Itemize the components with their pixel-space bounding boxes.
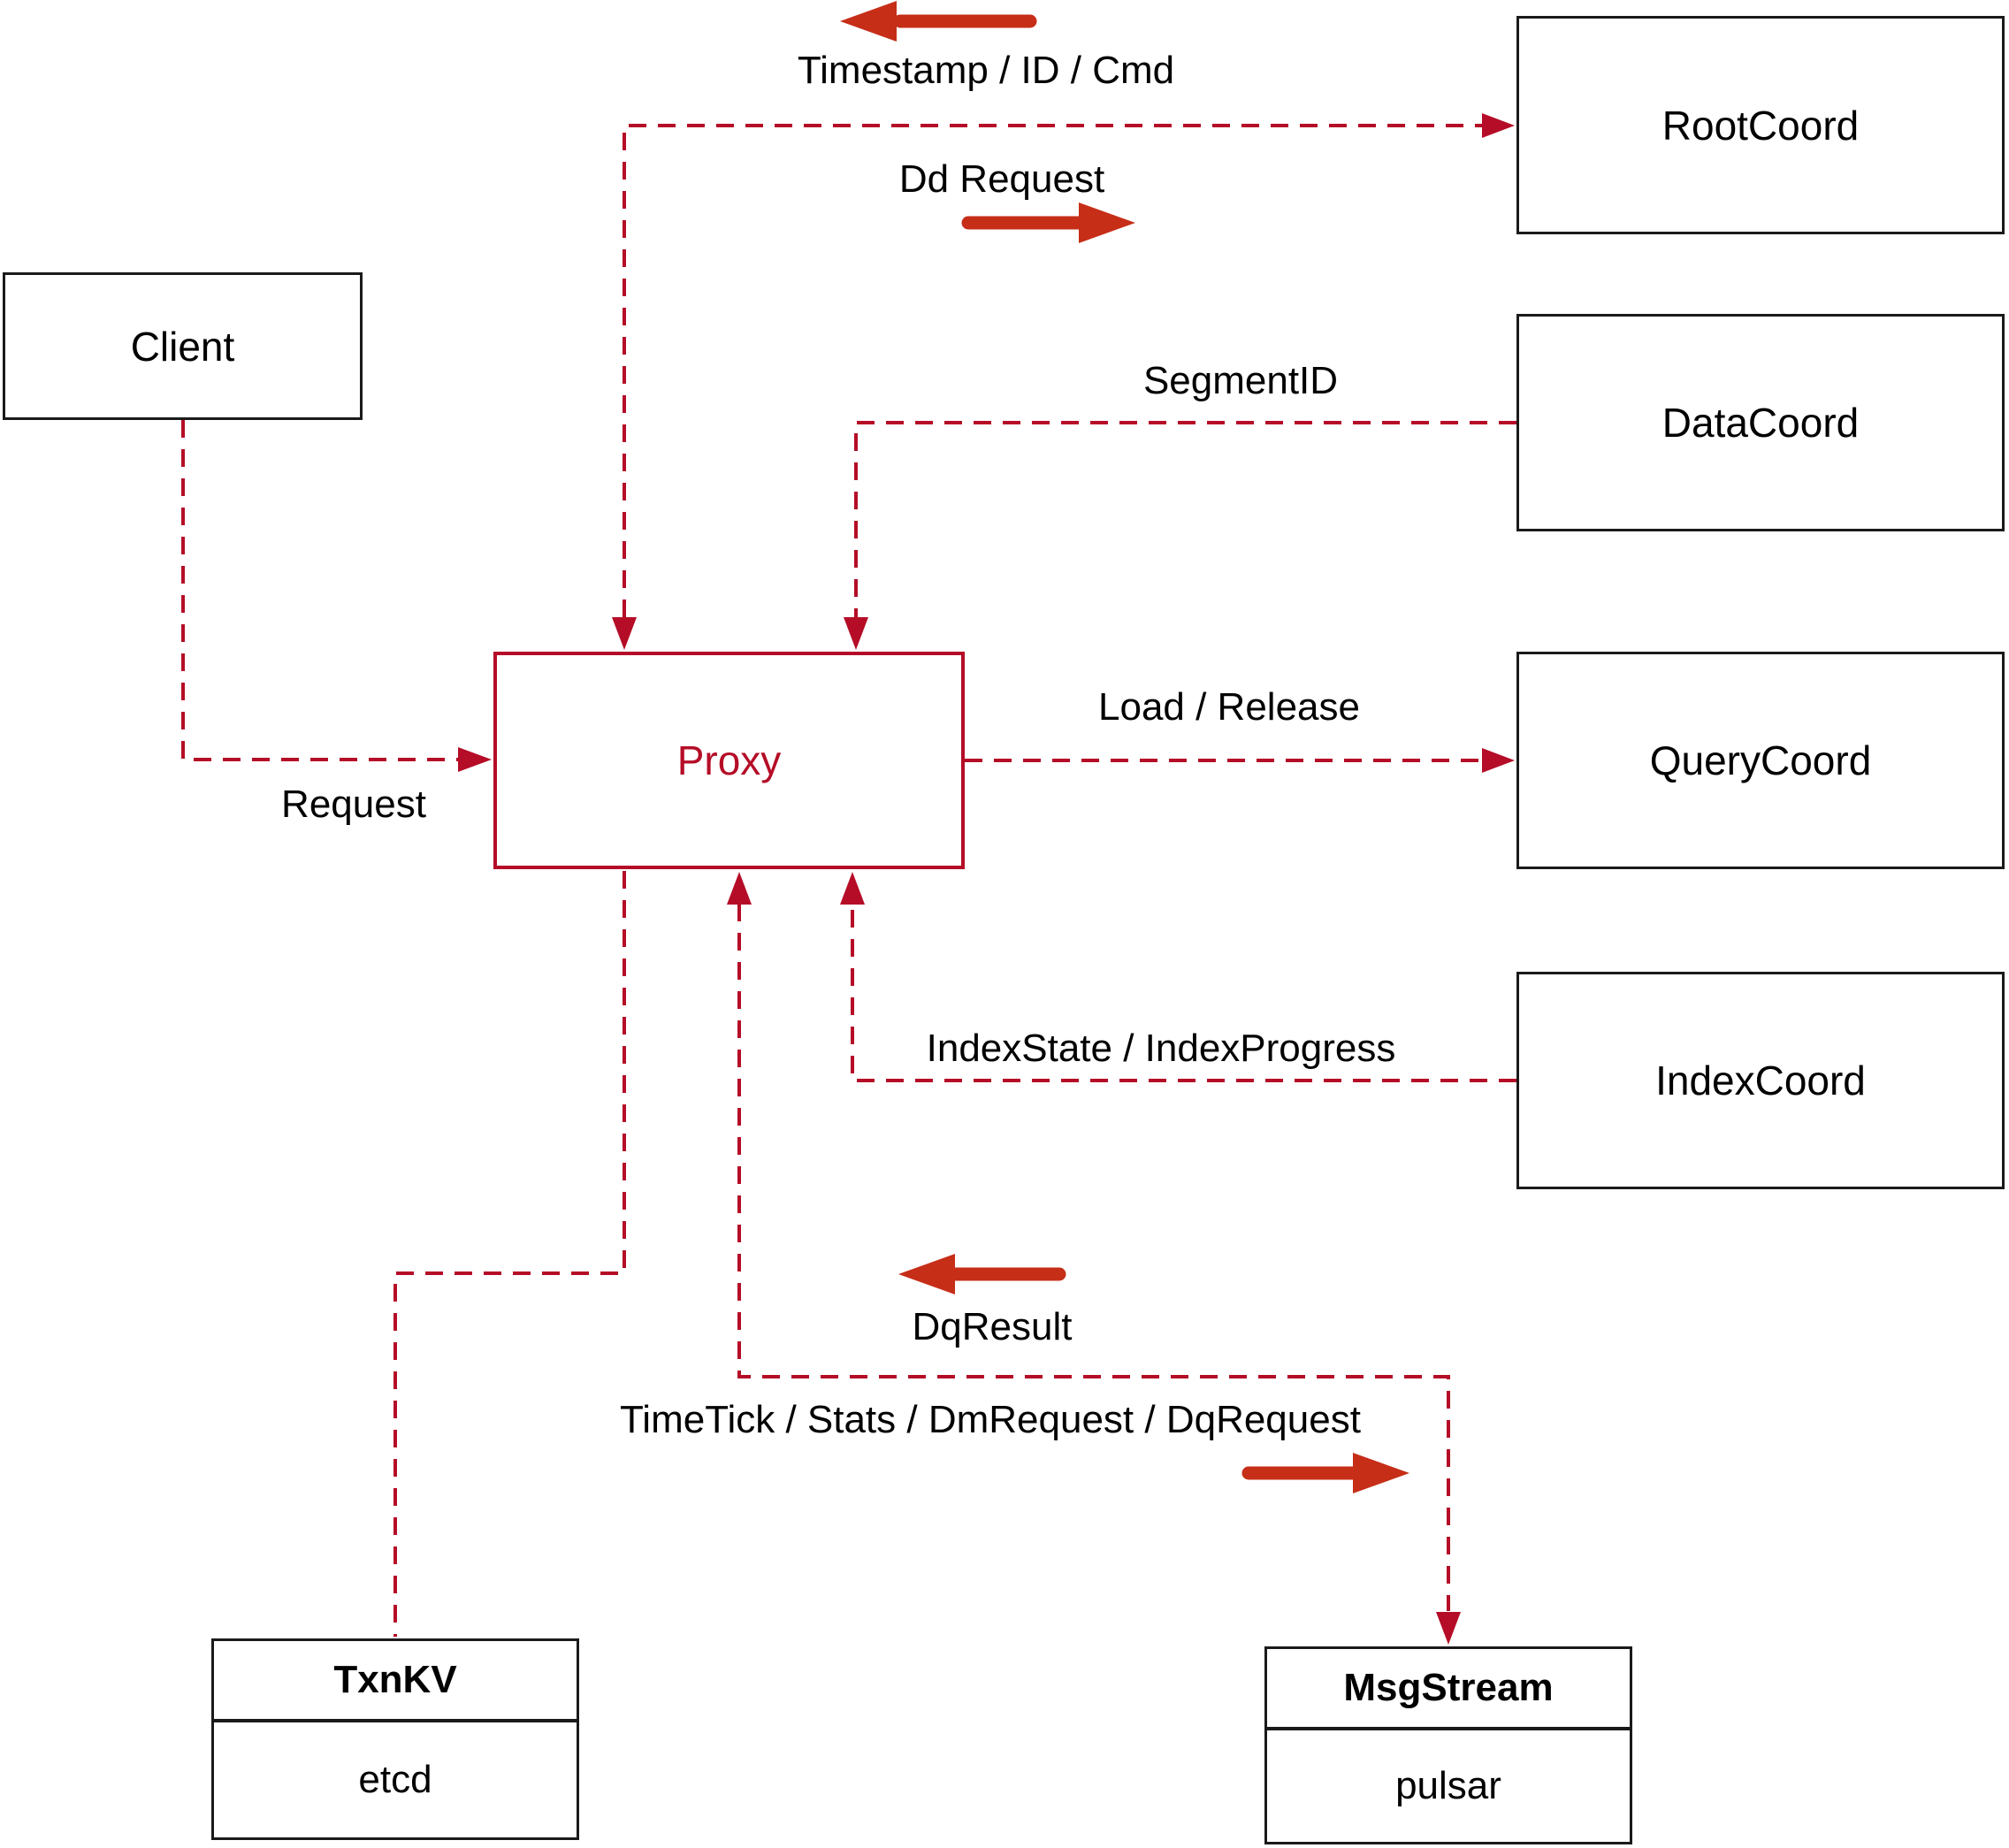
- direction-arrow-left-timestamp-head: [840, 1, 897, 42]
- arrowhead-into-proxy-top-right: [844, 617, 868, 650]
- edge-proxy-txnkv: [393, 871, 626, 1637]
- node-indexcoord-label: IndexCoord: [1655, 1058, 1866, 1103]
- edge-label-timestamp-id-cmd: Timestamp / ID / Cmd: [797, 49, 1175, 92]
- arrowhead-into-proxy-left: [458, 747, 492, 772]
- node-txnkv-impl: etcd: [358, 1758, 432, 1801]
- edge-label-request: Request: [281, 783, 426, 826]
- node-rootcoord: RootCoord: [1516, 16, 2005, 234]
- node-client: Client: [3, 272, 363, 420]
- edge-label-dd-request: Dd Request: [898, 157, 1105, 201]
- node-datacoord-label: DataCoord: [1661, 400, 1860, 446]
- edge-label-segment-id: SegmentID: [1142, 359, 1339, 402]
- edge-indexcoord-to-proxy: [851, 904, 1516, 1082]
- node-msgstream-impl: pulsar: [1395, 1764, 1501, 1807]
- node-rootcoord-label: RootCoord: [1661, 102, 1860, 149]
- node-querycoord: QueryCoord: [1516, 652, 2005, 869]
- edge-label-index-state: IndexState / IndexProgress: [926, 1027, 1396, 1070]
- node-proxy-label: Proxy: [676, 737, 782, 783]
- node-datacoord: DataCoord: [1516, 314, 2005, 531]
- arrowhead-into-proxy-top-left: [612, 617, 637, 650]
- node-client-label: Client: [130, 323, 235, 370]
- node-txnkv: TxnKV etcd: [211, 1638, 579, 1840]
- edge-proxy-rootcoord: [623, 124, 1482, 617]
- edge-label-dq-result: DqResult: [912, 1305, 1073, 1348]
- direction-arrow-right-ddrequest-head: [1079, 202, 1135, 243]
- node-indexcoord: IndexCoord: [1516, 972, 2005, 1189]
- arrowhead-into-querycoord: [1482, 748, 1515, 773]
- node-txnkv-title: TxnKV: [214, 1641, 577, 1722]
- node-msgstream: MsgStream pulsar: [1264, 1646, 1632, 1844]
- node-querycoord-label: QueryCoord: [1649, 737, 1872, 783]
- node-msgstream-title: MsgStream: [1267, 1649, 1630, 1730]
- edge-proxy-msgstream: [737, 904, 1450, 1611]
- edge-label-timetick: TimeTick / Stats / DmRequest / DqRequest: [620, 1398, 1361, 1441]
- arrowhead-into-msgstream: [1436, 1612, 1461, 1645]
- edge-label-load-release: Load / Release: [1098, 685, 1360, 729]
- edge-client-to-proxy: [181, 420, 458, 761]
- node-proxy: Proxy: [493, 652, 965, 869]
- arrowhead-into-proxy-bottom-mid: [727, 872, 752, 905]
- arrowhead-into-proxy-bottom-right: [840, 872, 865, 905]
- direction-arrow-left-dqresult-head: [898, 1254, 955, 1294]
- direction-arrow-right-timetick-head: [1353, 1453, 1409, 1493]
- arrowhead-into-rootcoord: [1482, 113, 1515, 138]
- edge-datacoord-to-proxy: [854, 421, 1516, 617]
